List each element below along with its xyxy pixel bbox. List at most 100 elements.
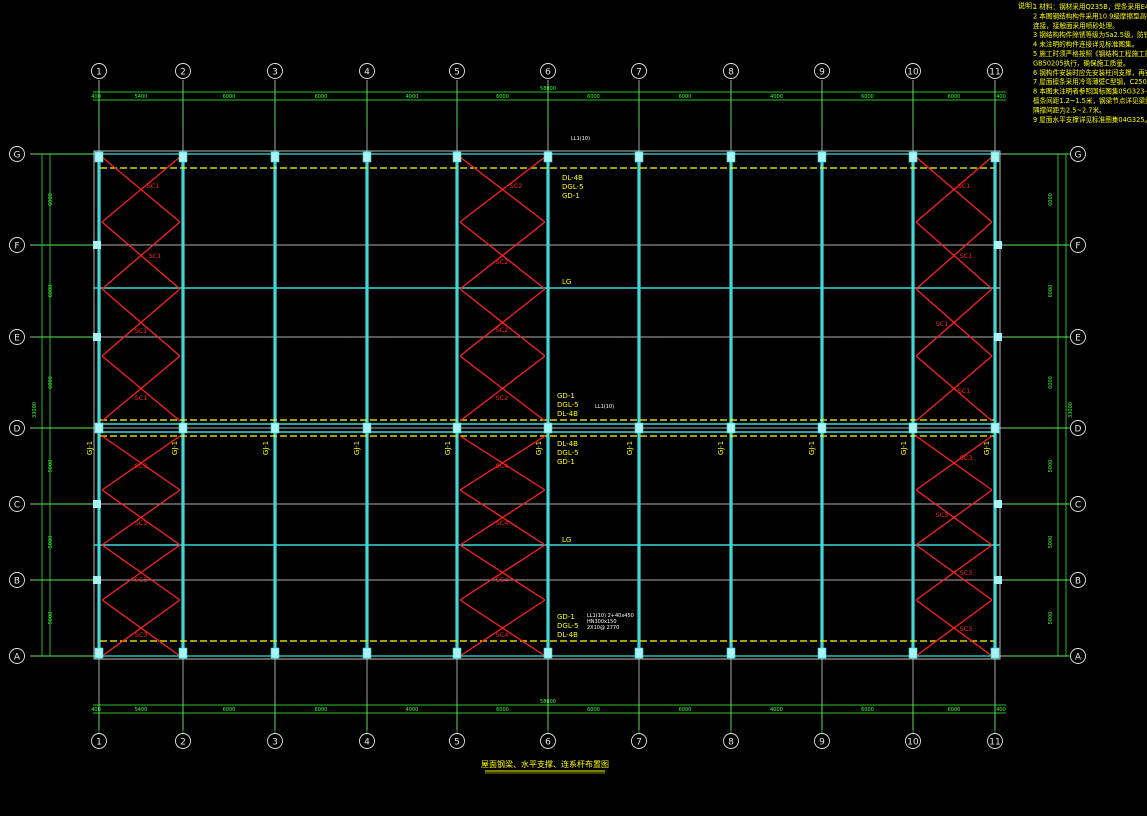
wind-column [994, 333, 1002, 341]
axis-bubble-label: 4 [364, 738, 370, 748]
bracing-diagonal [459, 221, 546, 290]
steel-column [817, 151, 827, 163]
tag-gd1: GD-1 [557, 613, 575, 621]
axis-bubble-label: 5 [454, 68, 460, 78]
tag-dgl5: DGL-5 [557, 449, 579, 457]
axis-bubble-circle [359, 733, 375, 749]
steel-column [726, 647, 736, 659]
steel-column [990, 647, 1000, 659]
bracing-diagonal [459, 435, 546, 491]
axis-bubble-circle [9, 420, 25, 436]
axis-bubble-circle [9, 146, 25, 162]
dim-span-label: 5400 [135, 707, 148, 713]
axis-bubble-label: 7 [636, 738, 642, 748]
dim-span-label: 6000 [948, 94, 961, 100]
steel-column [178, 647, 188, 659]
wind-column [93, 500, 101, 508]
dim-row-total-label: 33000 [32, 402, 38, 418]
axis-bubble-label: G [14, 151, 21, 161]
axis-bubble-label: 3 [272, 738, 278, 748]
notes-line: 7 屋面檩条采用冷弯薄壁C型钢，C250规格。 [1033, 77, 1147, 86]
axis-bubble-circle [905, 733, 921, 749]
dim-span-label: 4000 [770, 707, 783, 713]
bracing-diagonal [915, 599, 993, 657]
bracing-diagonal [101, 435, 181, 491]
dim-span-label: 5400 [135, 94, 148, 100]
bracing-label: SC1 [958, 182, 971, 190]
bracing-diagonal [101, 156, 181, 223]
steel-column [178, 151, 188, 163]
dim-span-label: 6000 [861, 707, 874, 713]
axis-bubble-label: 11 [989, 738, 1000, 748]
dim-row-label: 5000 [1048, 612, 1054, 625]
bracing-diagonal [915, 544, 993, 601]
axis-bubble-circle [987, 733, 1003, 749]
tag-gd1: GD-1 [562, 192, 580, 200]
steel-column [634, 151, 644, 163]
bracing-label: SC2 [496, 394, 509, 402]
axis-bubble-label: B [14, 577, 20, 587]
axis-bubble-label: G [1075, 151, 1082, 161]
axis-bubble-label: 2 [180, 738, 186, 748]
axis-bubble-circle [1070, 496, 1086, 512]
beam-tags-top: DL-4B DGL-5 GD-1 LL1(10) [562, 136, 590, 200]
lg-label-bottom: LG [562, 536, 571, 544]
axis-bubble-circle [723, 63, 739, 79]
steel-column [94, 151, 104, 163]
dim-row-label: 5000 [1048, 536, 1054, 549]
dim-row-label: 5000 [48, 536, 54, 549]
steel-column [452, 647, 462, 659]
steel-column [270, 647, 280, 659]
wind-column [93, 333, 101, 341]
axis-bubble-circle [540, 63, 556, 79]
note-box-1: LL1(10) 2+40x450 [587, 613, 634, 619]
lg-label-top: LG [562, 278, 571, 286]
steel-column [543, 647, 553, 659]
axis-bubble-circle [905, 63, 921, 79]
steel-column [817, 422, 827, 434]
bracing-diagonal [459, 156, 546, 223]
axis-bubble-label: D [14, 425, 21, 435]
axis-bubble-circle [1070, 572, 1086, 588]
axis-bubble-label: 3 [272, 68, 278, 78]
dim-span-label: 6000 [679, 707, 692, 713]
dim-span-label: 6000 [223, 94, 236, 100]
girder-label-gj: GJ-1 [983, 441, 991, 455]
note-box-3: 2X10@ 2770 [587, 625, 619, 631]
axis-bubble-label: 8 [728, 738, 734, 748]
bracing-label: SC2 [510, 182, 523, 190]
steel-column [178, 422, 188, 434]
bracing-label: SC4 [496, 631, 509, 639]
axis-bubble-circle [267, 63, 283, 79]
axis-bubble-label: 2 [180, 68, 186, 78]
tag-gd1: GD-1 [557, 392, 575, 400]
dim-span-label: 6000 [587, 94, 600, 100]
axis-bubble-circle [267, 733, 283, 749]
bracing-diagonal [101, 599, 181, 657]
dim-row-label: 6000 [1048, 376, 1054, 389]
axis-bubble-label: 1 [96, 738, 102, 748]
steel-column [543, 151, 553, 163]
axis-bubble-circle [1070, 648, 1086, 664]
steel-column [990, 151, 1000, 163]
dim-edge-label: 400 [996, 94, 1006, 100]
axis-bubble-label: 4 [364, 68, 370, 78]
dim-total-label: 58800 [540, 86, 556, 92]
steel-column [270, 151, 280, 163]
dim-edge-label: 400 [996, 707, 1006, 713]
tag-dl4b: DL-4B [562, 174, 583, 182]
tag-gd1: GD-1 [557, 458, 575, 466]
steel-column [908, 647, 918, 659]
bracing-label: SC2 [496, 326, 509, 334]
steel-column [634, 422, 644, 434]
bracing-label: SC4 [496, 462, 509, 470]
notes-line: 隅撑间距为2.5~2.7米。 [1033, 105, 1106, 114]
axis-bubble-circle [631, 63, 647, 79]
steel-column [362, 647, 372, 659]
dim-row-label: 6000 [1048, 285, 1054, 298]
bracing-label: SC2 [496, 258, 509, 266]
steel-column [543, 422, 553, 434]
notes-heading: 说明： [1018, 1, 1039, 10]
bracing-diagonal [459, 599, 546, 657]
axis-bubble-label: F [14, 242, 19, 252]
